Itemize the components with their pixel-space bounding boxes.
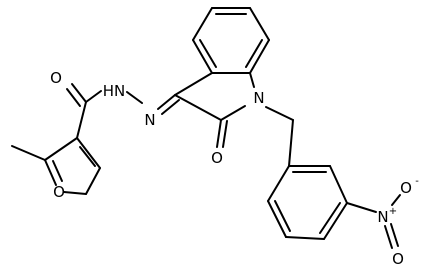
- bond: [161, 99, 180, 115]
- bond: [265, 106, 294, 121]
- bond: [384, 225, 393, 249]
- bond: [63, 191, 87, 195]
- bond: [249, 39, 270, 74]
- amide-nh-label: HN: [103, 82, 126, 100]
- bond: [11, 145, 46, 161]
- bond: [192, 39, 213, 74]
- indole-nitrogen-label: N: [253, 89, 264, 107]
- bond: [288, 119, 294, 167]
- bond: [174, 94, 222, 121]
- bond: [66, 88, 81, 107]
- bond: [267, 200, 287, 238]
- hydrazone-nitrogen-label: N: [144, 111, 155, 129]
- bond: [220, 105, 246, 121]
- bond: [267, 165, 290, 202]
- bond: [174, 72, 213, 96]
- bond: [274, 200, 291, 232]
- bond: [222, 120, 228, 148]
- bond: [79, 146, 96, 167]
- oxo-oxygen-label: O: [211, 149, 223, 167]
- bond: [323, 202, 348, 240]
- bond: [71, 83, 87, 103]
- bond: [245, 39, 263, 68]
- bond: [346, 202, 377, 213]
- bond: [285, 236, 325, 240]
- nitro-nitrogen-charge: +: [389, 206, 397, 217]
- nitro-oxygen-top-charge: -: [415, 176, 419, 187]
- bond: [44, 159, 57, 186]
- bond: [85, 167, 101, 195]
- nitro-nitrogen-label: N: [377, 208, 388, 226]
- bond: [157, 94, 176, 110]
- bond: [76, 137, 101, 169]
- bond: [390, 223, 399, 247]
- bond: [249, 72, 255, 88]
- bond: [76, 101, 87, 139]
- bond: [391, 194, 401, 206]
- bond: [192, 7, 213, 41]
- nitro-oxygen-top-label: O: [400, 179, 412, 197]
- carbonyl-oxygen-label: O: [50, 69, 62, 87]
- atom-labels: O HN N N O O N + O - O: [50, 69, 419, 268]
- bond: [329, 165, 348, 204]
- bond: [44, 137, 78, 161]
- furan-oxygen-label: O: [53, 183, 65, 201]
- bond: [85, 90, 102, 103]
- bond-network: [11, 7, 401, 249]
- bond: [199, 39, 217, 68]
- bond: [319, 202, 341, 234]
- bond: [126, 91, 143, 104]
- bond: [216, 119, 222, 148]
- nitro-oxygen-bottom-label: O: [392, 250, 404, 268]
- bond: [249, 7, 270, 41]
- bond: [52, 160, 63, 182]
